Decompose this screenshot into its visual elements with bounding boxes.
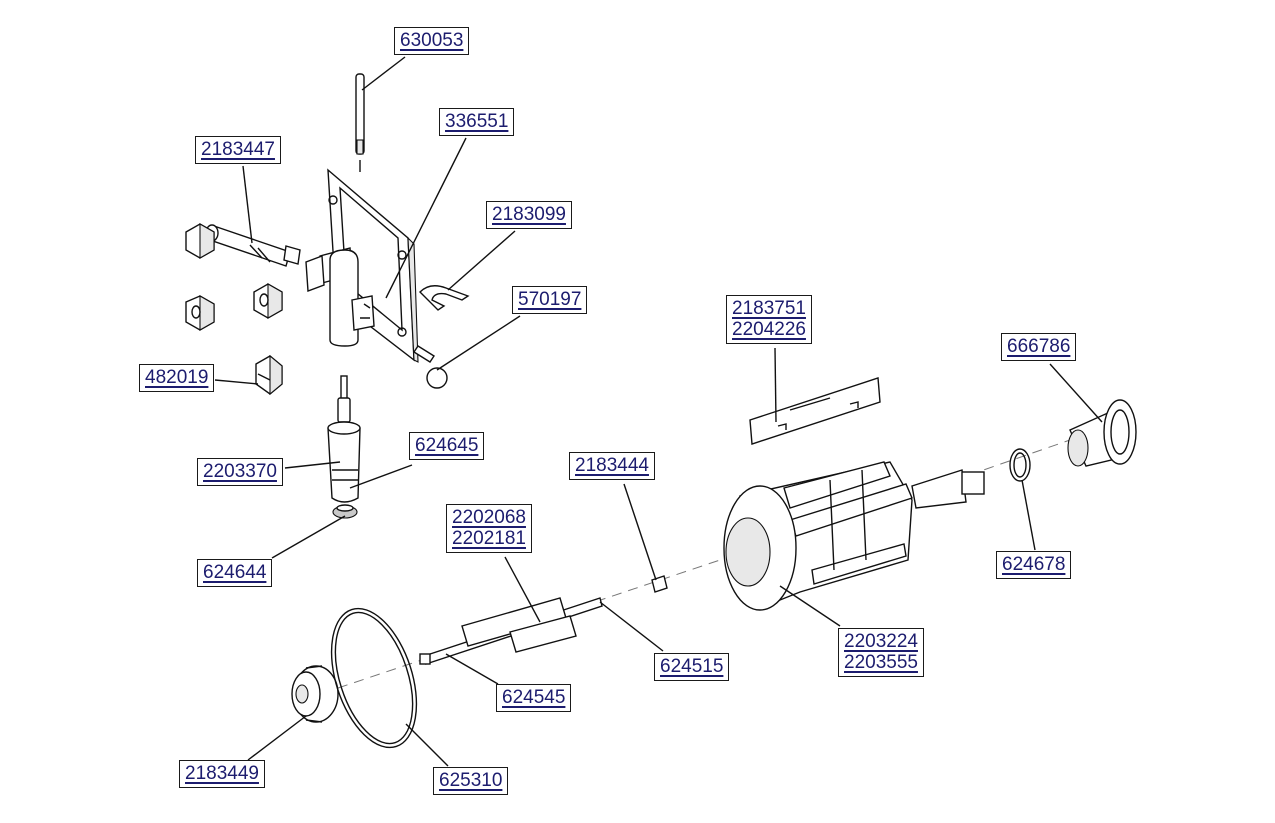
part-label-624515[interactable]: 624515 <box>654 653 730 681</box>
part-label-2203370[interactable]: 2203370 <box>197 458 283 486</box>
part-number-624515[interactable]: 624515 <box>660 656 724 677</box>
part-number-2183444[interactable]: 2183444 <box>575 455 649 476</box>
part-number-625310[interactable]: 625310 <box>439 770 503 791</box>
part-number-2183447[interactable]: 2183447 <box>201 139 275 160</box>
part-nut-right[interactable] <box>253 283 283 319</box>
leader-lines <box>214 56 1103 767</box>
part-number-570197[interactable]: 570197 <box>518 289 582 310</box>
part-label-2183099[interactable]: 2183099 <box>486 201 572 229</box>
part-label-630053[interactable]: 630053 <box>394 27 470 55</box>
part-rotor-housing-2203224[interactable] <box>723 461 985 611</box>
part-number-624645[interactable]: 624645 <box>415 435 479 456</box>
part-number-2204226[interactable]: 2204226 <box>732 319 806 340</box>
part-label-2202068[interactable]: 2202068 2202181 <box>446 504 532 553</box>
part-filter-plate-2183751[interactable] <box>749 377 881 445</box>
part-pin-2183444[interactable] <box>651 575 668 593</box>
part-number-2183099[interactable]: 2183099 <box>492 204 566 225</box>
part-number-2203224[interactable]: 2203224 <box>844 631 918 652</box>
part-clip-482019[interactable] <box>255 354 283 396</box>
part-label-2203224[interactable]: 2203224 2203555 <box>838 628 924 677</box>
part-nut-left[interactable] <box>185 295 215 331</box>
part-label-624545[interactable]: 624545 <box>496 684 572 712</box>
part-bushing-666786[interactable] <box>1067 399 1137 467</box>
part-number-336551[interactable]: 336551 <box>445 111 509 132</box>
part-label-625310[interactable]: 625310 <box>433 767 509 795</box>
part-number-2203555[interactable]: 2203555 <box>844 652 918 673</box>
part-label-570197[interactable]: 570197 <box>512 286 588 314</box>
part-pulley-2183449[interactable] <box>291 665 339 723</box>
part-rod-2202068[interactable] <box>419 597 603 665</box>
part-label-2183444[interactable]: 2183444 <box>569 452 655 480</box>
part-label-666786[interactable]: 666786 <box>1001 333 1077 361</box>
part-number-624678[interactable]: 624678 <box>1002 554 1066 575</box>
part-number-482019[interactable]: 482019 <box>145 367 209 388</box>
part-number-2203370[interactable]: 2203370 <box>203 461 277 482</box>
part-label-2183449[interactable]: 2183449 <box>179 760 265 788</box>
part-number-2202068[interactable]: 2202068 <box>452 507 526 528</box>
part-number-666786[interactable]: 666786 <box>1007 336 1071 357</box>
part-label-624678[interactable]: 624678 <box>996 551 1072 579</box>
part-number-624545[interactable]: 624545 <box>502 687 566 708</box>
part-label-624644[interactable]: 624644 <box>197 559 273 587</box>
part-number-2183751[interactable]: 2183751 <box>732 298 806 319</box>
part-number-2183449[interactable]: 2183449 <box>185 763 259 784</box>
part-plunger-2203370[interactable] <box>327 375 361 503</box>
part-number-2202181[interactable]: 2202181 <box>452 528 526 549</box>
part-belt-625310[interactable] <box>316 598 433 758</box>
part-pin-630053[interactable] <box>355 73 365 172</box>
part-spring-clip-2183099[interactable] <box>419 285 470 311</box>
part-label-482019[interactable]: 482019 <box>139 364 215 392</box>
part-o-ring-624678[interactable] <box>1009 448 1031 482</box>
part-label-336551[interactable]: 336551 <box>439 108 515 136</box>
part-bolt-2183447[interactable] <box>185 223 301 267</box>
part-seal-624644[interactable] <box>332 504 358 519</box>
part-label-2183751[interactable]: 2183751 2204226 <box>726 295 812 344</box>
part-label-2183447[interactable]: 2183447 <box>195 136 281 164</box>
part-pin-ring-570197[interactable] <box>413 345 448 389</box>
part-number-624644[interactable]: 624644 <box>203 562 267 583</box>
part-label-624645[interactable]: 624645 <box>409 432 485 460</box>
part-mounting-plate-336551[interactable] <box>305 168 419 363</box>
part-number-630053[interactable]: 630053 <box>400 30 464 51</box>
